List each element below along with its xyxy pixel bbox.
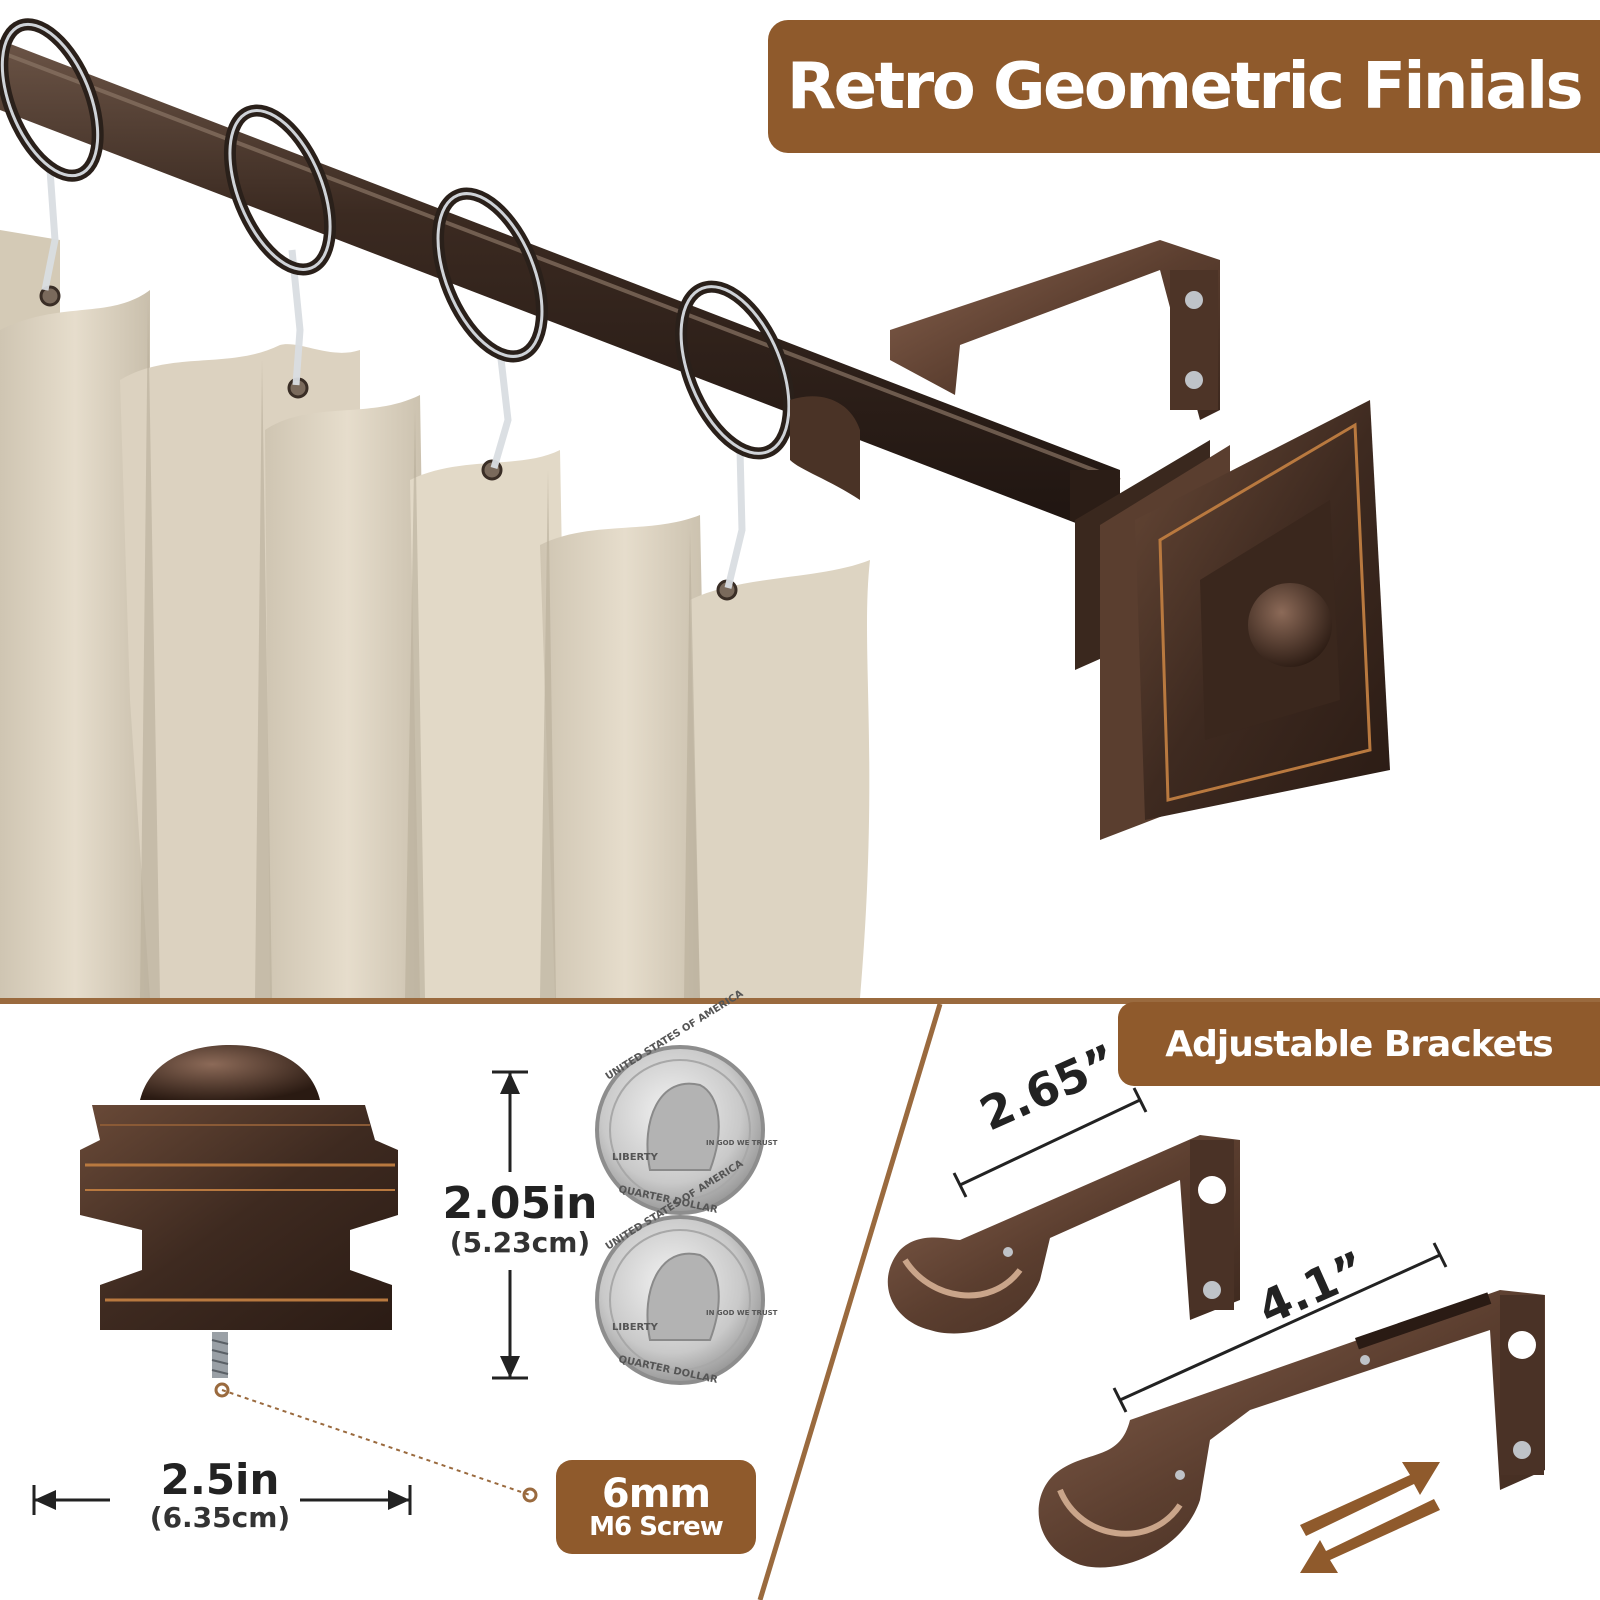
diagonal-divider bbox=[757, 1003, 943, 1600]
title-badge: Retro Geometric Finials bbox=[768, 20, 1600, 153]
curtain-hooks bbox=[41, 169, 746, 589]
finial-height-dimension: 2.05in (5.23cm) bbox=[420, 1178, 620, 1260]
section-divider bbox=[0, 998, 1600, 1004]
coin-motto: IN GOD WE TRUST bbox=[706, 1139, 778, 1147]
finial-height-metric: (5.23cm) bbox=[449, 1226, 591, 1260]
finial-width-metric: (6.35cm) bbox=[149, 1501, 291, 1535]
bracket-dimension-lines bbox=[952, 1087, 1448, 1413]
bracket-long bbox=[1038, 1290, 1545, 1568]
finial-detail bbox=[80, 1045, 398, 1378]
rod-bracket bbox=[790, 240, 1220, 500]
finial-large bbox=[1075, 400, 1390, 840]
curtain-rings bbox=[0, 18, 795, 460]
coin-liberty: LIBERTY bbox=[612, 1322, 659, 1333]
screw-badge: 6mm M6 Screw bbox=[556, 1460, 756, 1554]
quarter-coin-top: UNITED STATES OF AMERICA QUARTER DOLLAR … bbox=[595, 988, 778, 1216]
finial-width-dimension: 2.5in (6.35cm) bbox=[130, 1455, 310, 1535]
adjust-arrows-icon bbox=[1300, 1462, 1440, 1573]
screw-size: 6mm bbox=[601, 1471, 711, 1517]
curtain bbox=[0, 230, 870, 998]
coin-liberty: LIBERTY bbox=[612, 1152, 659, 1163]
brackets-badge: Adjustable Brackets bbox=[1118, 1002, 1600, 1086]
screw-label: M6 Screw bbox=[589, 1512, 724, 1542]
finial-width-value: 2.5in bbox=[160, 1455, 280, 1504]
finial-height-value: 2.05in bbox=[442, 1178, 598, 1229]
bracket-short bbox=[887, 1135, 1240, 1334]
coin-motto: IN GOD WE TRUST bbox=[706, 1309, 778, 1317]
